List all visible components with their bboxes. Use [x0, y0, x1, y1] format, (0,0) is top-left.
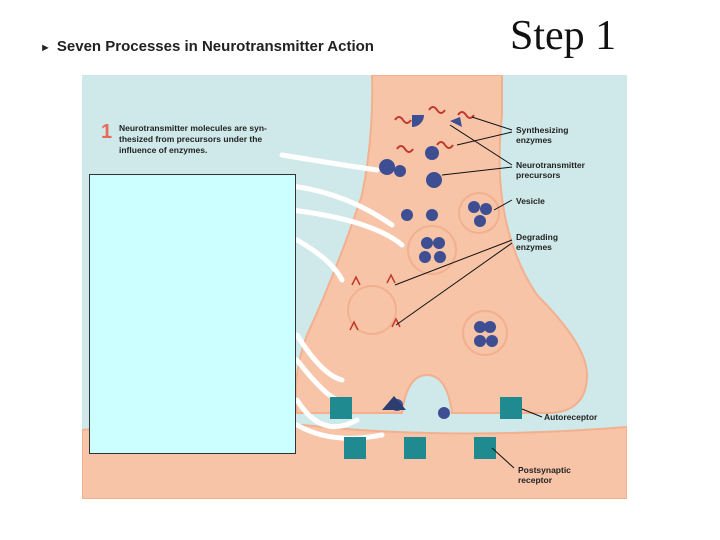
- precursor-2: [450, 117, 462, 127]
- molecule-7: [433, 237, 445, 249]
- vesicle-2: [407, 225, 457, 275]
- molecule-10: [474, 321, 486, 333]
- page-title-text: Seven Processes in Neurotransmitter Acti…: [56, 38, 374, 55]
- molecule-8: [419, 251, 431, 263]
- precursor-3: [379, 159, 395, 175]
- arrow-4: [294, 237, 345, 283]
- callout-text: Neurotransmitter molecules are syn-thesi…: [119, 123, 267, 155]
- step-label: Step 1: [510, 13, 617, 59]
- receptors: [330, 397, 522, 459]
- label-precursors: Neurotransmitter precursors: [516, 160, 585, 180]
- postsynaptic-receptor-2: [404, 437, 426, 459]
- callout-number: 1: [101, 121, 113, 143]
- molecule-3: [468, 201, 480, 213]
- molecule-6: [421, 237, 433, 249]
- molecule-2: [426, 209, 438, 221]
- leader-postsynaptic: [491, 447, 515, 469]
- synthesizing-enzymes: [394, 106, 475, 153]
- vesicle-3: [347, 285, 397, 335]
- overlay-box: [89, 174, 296, 454]
- postsynaptic-receptor-3: [474, 437, 496, 459]
- vesicle-1: [458, 192, 500, 234]
- leader-autoreceptor: [521, 408, 543, 418]
- leader-degrading-1: [394, 239, 513, 286]
- leader-enzyme-2: [456, 131, 513, 146]
- molecule-15: [438, 407, 450, 419]
- label-synthesizing-enzymes: Synthesizing enzymes: [516, 125, 569, 145]
- arrow-7: [294, 397, 360, 430]
- enzyme-5: [436, 141, 454, 149]
- enzyme-1: [394, 116, 412, 124]
- label-degrading-enzymes: Degrading enzymes: [516, 232, 559, 252]
- page-title: ► Seven Processes in Neurotransmitter Act…: [40, 38, 374, 55]
- molecule-13: [486, 335, 498, 347]
- vesicles: [347, 192, 508, 356]
- degrading-enzyme-1: [351, 275, 361, 286]
- degrading-enzyme-3: [349, 320, 359, 331]
- molecule-12: [474, 335, 486, 347]
- label-vesicle: Vesicle: [516, 196, 545, 206]
- autoreceptor-left: [330, 397, 352, 419]
- degrading-enzyme-2: [386, 273, 396, 284]
- autoreceptor-right: [500, 397, 522, 419]
- precursor-4: [425, 146, 439, 160]
- label-postsynaptic-receptor: Postsynaptic receptor: [518, 465, 571, 485]
- molecule-5: [474, 215, 486, 227]
- arrow-5: [294, 332, 345, 383]
- molecule-4: [480, 203, 492, 215]
- arrow-3: [289, 207, 405, 248]
- leader-vesicle: [493, 199, 513, 211]
- leader-precursor-1: [449, 124, 513, 166]
- degrading-enzyme-4: [391, 317, 401, 328]
- enzyme-4: [396, 145, 414, 153]
- precursor-5: [426, 172, 442, 188]
- molecule-11: [484, 321, 496, 333]
- enzyme-3: [457, 111, 475, 119]
- enzyme-2: [428, 106, 446, 114]
- transporter-icon: [382, 396, 406, 410]
- leader-lines: [394, 116, 543, 469]
- degrading-enzymes: [349, 273, 401, 331]
- vesicle-4: [462, 310, 508, 356]
- arrow-1: [279, 152, 380, 173]
- molecule-1: [401, 209, 413, 221]
- label-autoreceptor: Autoreceptor: [544, 412, 598, 422]
- triangle-bullet-icon: ►: [40, 42, 51, 54]
- arrow-8: [294, 422, 385, 441]
- postsynaptic-receptor-1: [344, 437, 366, 459]
- molecule-9: [434, 251, 446, 263]
- precursors: [379, 115, 462, 188]
- leader-degrading-2: [395, 242, 513, 326]
- leader-precursor-2: [441, 166, 513, 176]
- precursor-1: [412, 115, 424, 127]
- leader-enzyme-1: [471, 116, 513, 131]
- precursor-6: [394, 165, 406, 177]
- diagram-svg: [82, 75, 627, 499]
